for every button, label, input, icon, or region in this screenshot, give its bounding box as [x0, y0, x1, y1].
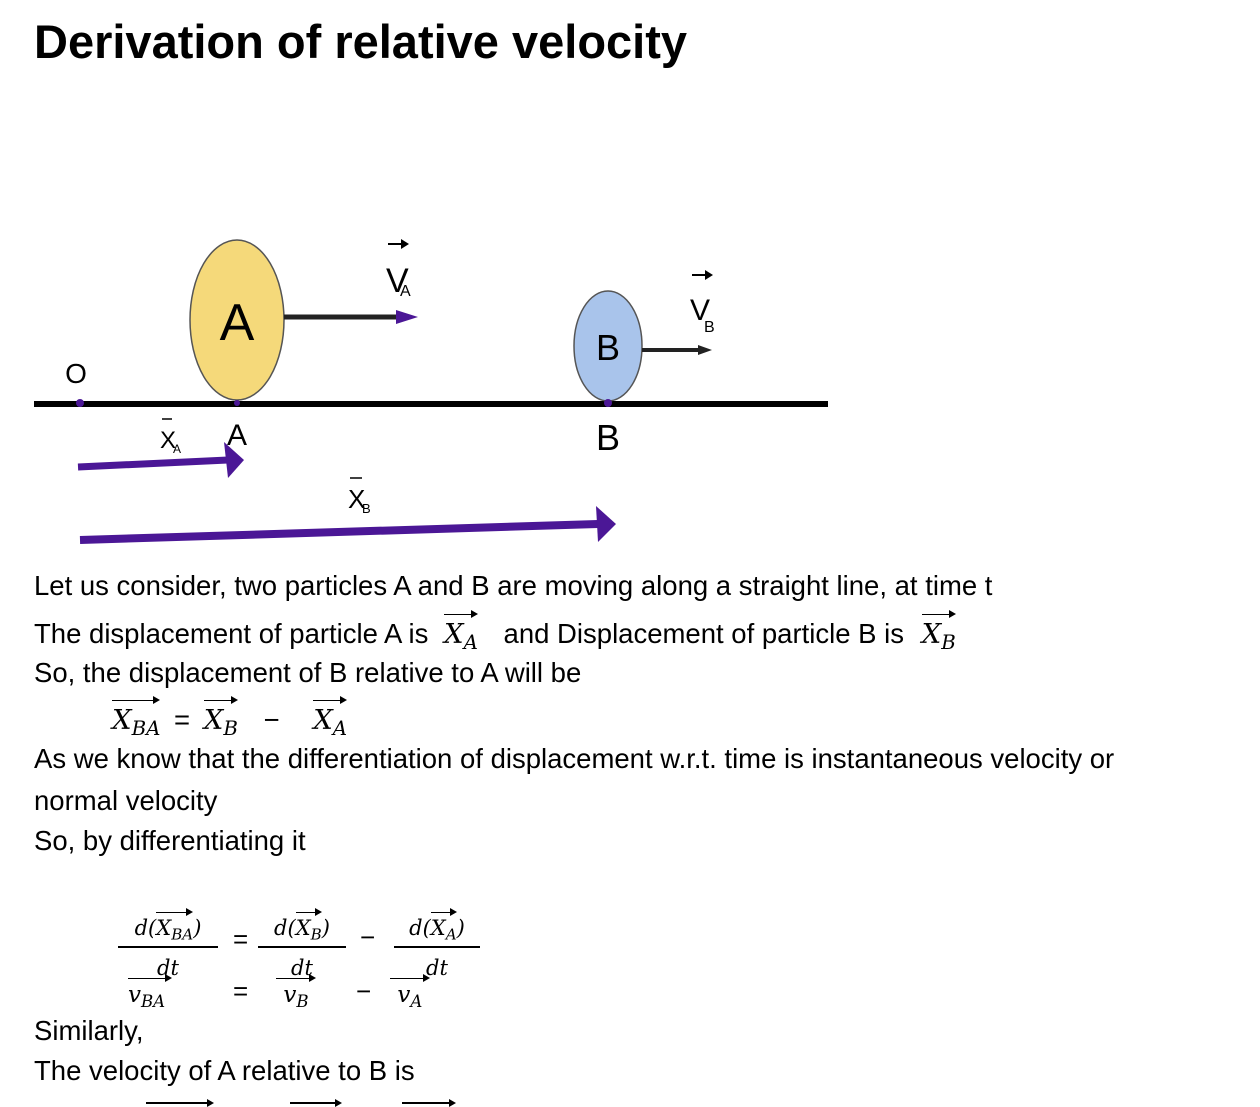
symbol-x: X — [112, 704, 132, 736]
displacement-a-label: X — [160, 427, 176, 454]
minus-sign: − — [356, 976, 372, 1006]
subscript-ba: BA — [131, 716, 161, 740]
particle-a-label: A — [220, 294, 255, 352]
vector-vb-symbol: vB — [276, 974, 316, 1011]
subscript-a: A — [410, 991, 423, 1011]
paragraph-differentiation: As we know that the differentiation of d… — [34, 743, 1115, 774]
subscript-b: B — [310, 925, 322, 944]
displacement-b-label: X — [348, 484, 365, 514]
velocity-b-label: V — [690, 294, 710, 327]
symbol-x: X — [203, 704, 224, 736]
symbol-x: X — [430, 916, 446, 940]
symbol-x: X — [313, 704, 333, 736]
paren-close: ) — [456, 916, 465, 940]
symbol-v: v — [283, 982, 297, 1008]
vector-arrow-icon — [402, 1099, 456, 1107]
symbol-x: X — [921, 618, 942, 650]
vector-xa: XA — [444, 610, 478, 659]
symbol-x: X — [444, 618, 464, 650]
point-a-label: A — [227, 419, 247, 452]
symbol-v: v — [128, 982, 141, 1008]
paragraph-intro: Let us consider, two particles A and B a… — [34, 570, 993, 601]
minus-sign: − — [263, 704, 280, 735]
vector-arrow-icon — [146, 1099, 214, 1107]
equation-displacement: XBA = XB − XA — [112, 696, 348, 745]
displacement-b-arrow — [79, 520, 599, 544]
vector-vba: vBA — [128, 974, 173, 1011]
denominator: dt — [291, 955, 313, 980]
symbol-v: v — [397, 982, 411, 1008]
point-a-marker — [234, 400, 240, 406]
relative-motion-diagram: O A A V A B B V B X A X B — [34, 239, 828, 544]
subscript-b: B — [941, 630, 956, 654]
subscript-b: B — [296, 991, 309, 1011]
vector-xa: XA — [430, 908, 457, 944]
vector-xba: XBA — [112, 696, 161, 745]
denominator: dt — [426, 955, 448, 980]
velocity-a-label: V — [386, 262, 409, 300]
origin-point — [76, 399, 84, 407]
velocity-a-arrowhead — [396, 310, 418, 324]
equals-sign: = — [174, 704, 191, 735]
vector-va-symbol: vA — [390, 974, 430, 1011]
displacement-b-sub: B — [362, 501, 371, 516]
d-open: d( — [409, 916, 431, 940]
paren-close: ) — [193, 916, 202, 940]
d-open: d( — [134, 916, 157, 940]
fraction-d-xba-dt: d(XBA) dt — [118, 908, 218, 980]
numerator: d(XB) — [258, 908, 346, 948]
vector-vb: vB — [276, 974, 316, 1011]
minus-sign: − — [360, 922, 376, 952]
page-title: Derivation of relative velocity — [34, 15, 688, 68]
straight-line-axis — [34, 401, 828, 407]
vector-vba-symbol: vBA — [128, 974, 173, 1011]
paragraph-similarly: Similarly, — [34, 1015, 144, 1046]
text-displacement-a: The displacement of particle A is — [34, 618, 429, 649]
paragraph-velocity-a-relative-b: The velocity of A relative to B is — [34, 1055, 415, 1086]
paragraph-relative-displacement: So, the displacement of B relative to A … — [34, 657, 582, 688]
origin-label: O — [65, 358, 87, 389]
displacement-b-arrowhead — [596, 506, 616, 542]
subscript-a: A — [445, 925, 457, 944]
velocity-b-arrowhead — [698, 345, 712, 355]
paren-close: ) — [321, 916, 330, 940]
vector-arrowhead-icon — [705, 270, 713, 280]
subscript-b: B — [223, 716, 238, 740]
vector-xb: XB — [921, 610, 956, 659]
point-b-label: B — [596, 417, 620, 458]
subscript-a: A — [332, 716, 348, 740]
vector-xba: XBA — [156, 908, 194, 944]
numerator: d(XA) — [394, 908, 480, 948]
velocity-b-sub: B — [704, 319, 715, 336]
paragraph-normal-velocity: normal velocity — [34, 785, 218, 816]
text-displacement-b: and Displacement of particle B is — [503, 618, 904, 649]
subscript-ba: BA — [141, 991, 166, 1011]
velocity-a-sub: A — [400, 283, 411, 300]
fraction-d-xb-dt: d(XB) dt — [258, 908, 346, 980]
symbol-x: X — [156, 916, 172, 940]
paragraph-displacements: The displacement of particle A is XA and… — [34, 610, 956, 659]
displacement-a-arrow — [77, 456, 229, 471]
vector-xb: XB — [203, 696, 239, 745]
numerator: d(XBA) — [118, 908, 218, 948]
subscript-ba: BA — [171, 925, 194, 944]
subscript-a: A — [463, 630, 478, 654]
vector-xa: XA — [313, 696, 348, 745]
equals-sign: = — [233, 976, 249, 1006]
vector-arrowhead-icon — [401, 239, 409, 249]
denominator: dt — [157, 955, 179, 980]
equals-sign: = — [233, 924, 249, 954]
displacement-a-arrowhead — [224, 442, 244, 478]
point-b-marker — [604, 399, 612, 407]
symbol-x: X — [295, 916, 311, 940]
particle-b-label: B — [596, 327, 620, 368]
d-open: d( — [274, 916, 296, 940]
displacement-a-sub: A — [173, 442, 181, 456]
vector-va: vA — [390, 974, 430, 1011]
paragraph-differentiating: So, by differentiating it — [34, 825, 306, 856]
vector-arrow-icon — [290, 1099, 342, 1107]
fraction-d-xa-dt: d(XA) dt — [394, 908, 480, 980]
vector-xb: XB — [295, 908, 322, 944]
